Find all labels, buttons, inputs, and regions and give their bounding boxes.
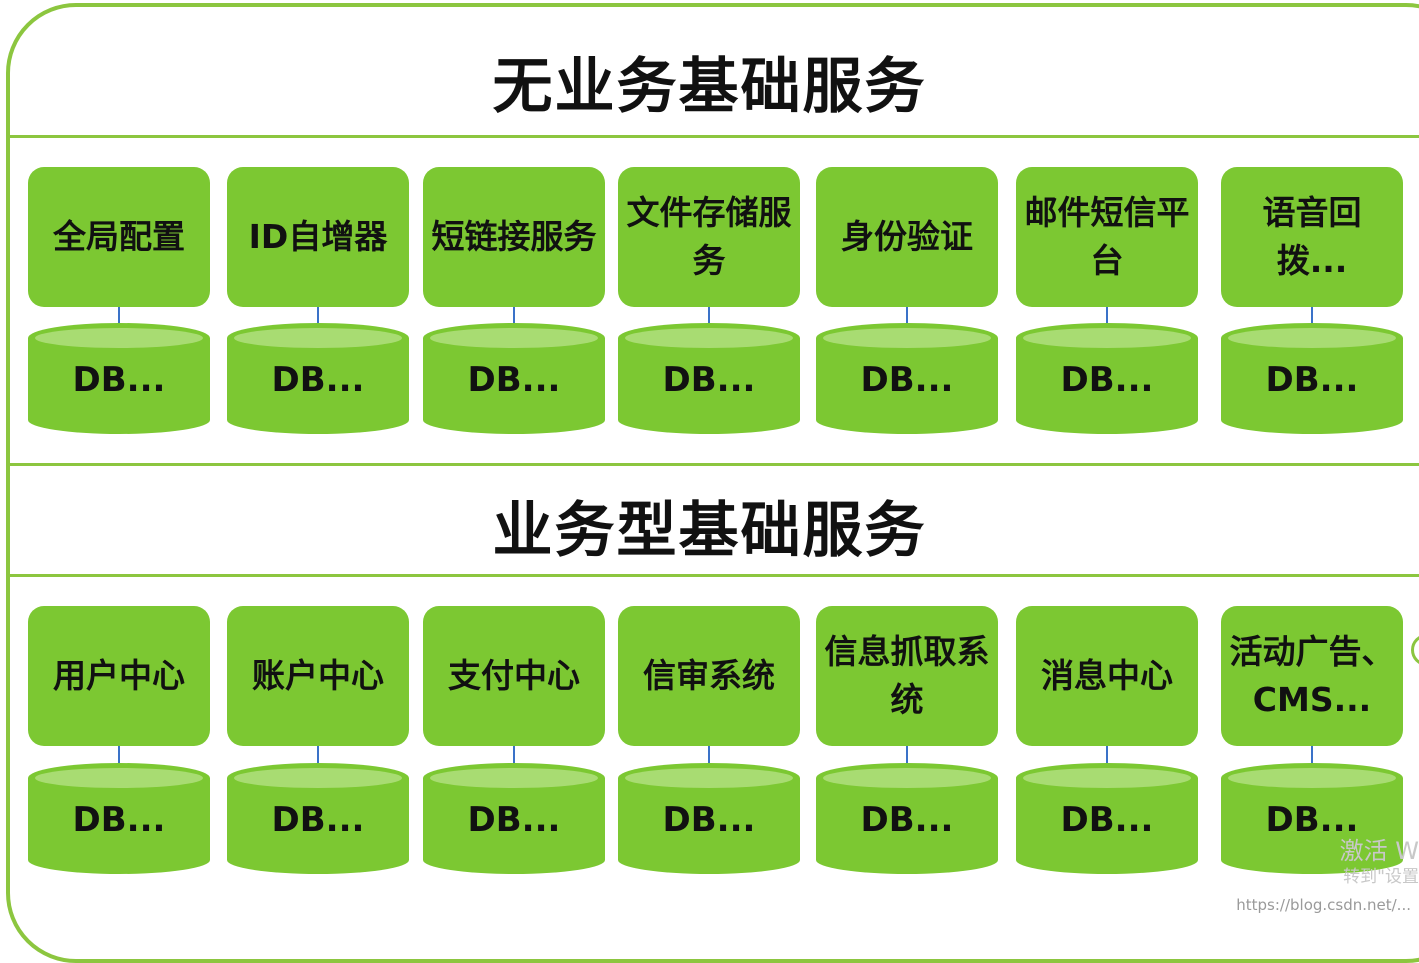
database-label: DB... xyxy=(618,800,800,840)
database-top xyxy=(1228,768,1396,788)
database-top xyxy=(1023,328,1191,348)
database-label: DB... xyxy=(227,360,409,400)
database-cylinder: DB... xyxy=(423,320,605,436)
service-label: 文件存储服务 xyxy=(626,189,792,285)
database-cylinder: DB... xyxy=(816,320,998,436)
service-card: 活动广告、CMS... xyxy=(1221,606,1403,746)
activate-watermark: 激活 W 转到"设置 xyxy=(1340,838,1419,890)
database-top xyxy=(234,328,402,348)
database-top xyxy=(823,328,991,348)
database-label: DB... xyxy=(1016,800,1198,840)
database-top xyxy=(430,768,598,788)
database-cylinder: DB... xyxy=(1016,760,1198,876)
database-label: DB... xyxy=(816,360,998,400)
service-label: 邮件短信平台 xyxy=(1024,189,1190,285)
service-label: 支付中心 xyxy=(448,652,580,700)
database-label: DB... xyxy=(227,800,409,840)
service-label: 信息抓取系统 xyxy=(824,628,990,724)
database-label: DB... xyxy=(28,800,210,840)
database-top xyxy=(823,768,991,788)
service-card: 信息抓取系统 xyxy=(816,606,998,746)
service-label: 语音回拨... xyxy=(1229,189,1395,285)
service-card: 文件存储服务 xyxy=(618,167,800,307)
service-label: 账户中心 xyxy=(252,652,384,700)
database-cylinder: DB... xyxy=(816,760,998,876)
database-label: DB... xyxy=(1016,360,1198,400)
service-card: 短链接服务 xyxy=(423,167,605,307)
service-card: 账户中心 xyxy=(227,606,409,746)
activate-sub: 转到"设置 xyxy=(1340,864,1419,890)
service-label: 身份验证 xyxy=(841,213,973,261)
database-label: DB... xyxy=(1221,360,1403,400)
database-cylinder: DB... xyxy=(618,760,800,876)
database-top xyxy=(35,768,203,788)
service-label: 全局配置 xyxy=(53,213,185,261)
service-card: 信审系统 xyxy=(618,606,800,746)
database-cylinder: DB... xyxy=(1016,320,1198,436)
database-label: DB... xyxy=(1221,800,1403,840)
database-cylinder: DB... xyxy=(423,760,605,876)
divider xyxy=(6,463,1419,466)
database-cylinder: DB... xyxy=(227,320,409,436)
database-cylinder: DB... xyxy=(618,320,800,436)
service-card: 消息中心 xyxy=(1016,606,1198,746)
service-card: 用户中心 xyxy=(28,606,210,746)
service-label: ID自增器 xyxy=(249,213,388,261)
service-card: 语音回拨... xyxy=(1221,167,1403,307)
database-label: DB... xyxy=(816,800,998,840)
service-card: 支付中心 xyxy=(423,606,605,746)
service-label: 消息中心 xyxy=(1041,652,1173,700)
database-top xyxy=(1228,328,1396,348)
service-card: ID自增器 xyxy=(227,167,409,307)
database-top xyxy=(430,328,598,348)
section-title-business: 业务型基础服务 xyxy=(0,482,1419,569)
service-card: 邮件短信平台 xyxy=(1016,167,1198,307)
service-label: 短链接服务 xyxy=(432,213,597,261)
database-cylinder: DB... xyxy=(28,320,210,436)
section-title-no-business: 无业务基础服务 xyxy=(0,38,1419,125)
watermark: https://blog.csdn.net/... xyxy=(1236,896,1411,914)
service-label: 活动广告、CMS... xyxy=(1229,628,1395,724)
divider xyxy=(6,135,1419,138)
database-label: DB... xyxy=(423,360,605,400)
service-card: 全局配置 xyxy=(28,167,210,307)
database-top xyxy=(234,768,402,788)
service-card: 身份验证 xyxy=(816,167,998,307)
database-cylinder: DB... xyxy=(1221,320,1403,436)
database-top xyxy=(625,328,793,348)
service-label: 信审系统 xyxy=(643,652,775,700)
database-top xyxy=(1023,768,1191,788)
database-label: DB... xyxy=(28,360,210,400)
database-label: DB... xyxy=(423,800,605,840)
database-label: DB... xyxy=(618,360,800,400)
database-cylinder: DB... xyxy=(227,760,409,876)
service-label: 用户中心 xyxy=(53,652,185,700)
database-cylinder: DB... xyxy=(28,760,210,876)
database-top xyxy=(35,328,203,348)
activate-text: 激活 W xyxy=(1340,838,1419,864)
database-top xyxy=(625,768,793,788)
divider xyxy=(6,574,1419,577)
